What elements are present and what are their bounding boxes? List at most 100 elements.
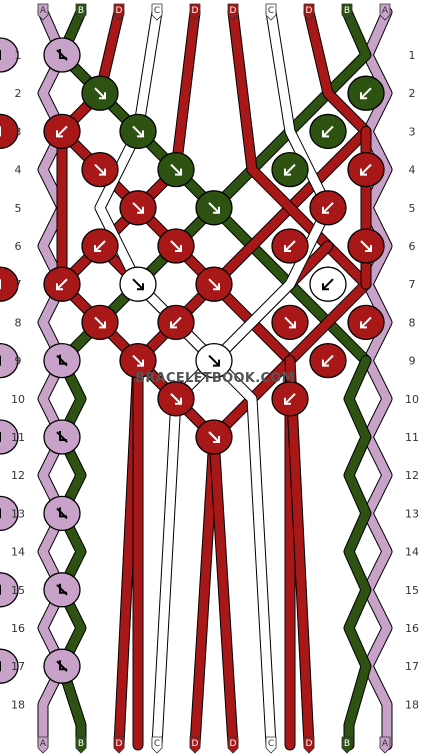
arrow-icon xyxy=(94,87,106,99)
string-tag-shape xyxy=(379,3,391,21)
knot-r17-c0 xyxy=(43,648,81,684)
knot-r5-c4 xyxy=(195,190,233,226)
string-tag-shape xyxy=(113,3,125,21)
arrow-icon xyxy=(170,163,182,176)
knot-r11-c9 xyxy=(0,419,19,455)
knot-body xyxy=(0,113,19,150)
row-label-right: 3 xyxy=(409,125,416,138)
string-tag-shape xyxy=(303,3,315,21)
arrow-head xyxy=(322,206,329,214)
row-label-left: 12 xyxy=(11,469,25,482)
arrow-icon xyxy=(170,240,182,252)
bottom-tag-b: B xyxy=(75,736,87,754)
row-label-left: 6 xyxy=(15,240,22,253)
string-tag-letter: C xyxy=(154,6,160,16)
string-tag-shape xyxy=(189,3,201,21)
string-tag-shape xyxy=(37,736,49,754)
strand-b-bottom-left xyxy=(57,356,86,750)
strand-b-left xyxy=(57,7,371,366)
arrow-head xyxy=(284,397,291,405)
bottom-tag-a: A xyxy=(379,736,391,754)
knot-r9-c2 xyxy=(119,342,157,379)
arrow-icon xyxy=(56,125,68,138)
string-tag-letter: D xyxy=(116,6,123,16)
knot-body xyxy=(0,266,19,302)
row-label-left: 11 xyxy=(11,431,25,444)
knot-r3-c9 xyxy=(0,113,19,150)
string-tag-shape xyxy=(379,736,391,754)
bottom-tag-d: D xyxy=(227,736,239,754)
arrow-icon xyxy=(132,278,144,290)
row-label-right: 4 xyxy=(409,164,416,177)
knot-r4-c6 xyxy=(271,151,309,188)
string-tag-letter: D xyxy=(306,6,313,16)
strand-b-right xyxy=(57,7,371,366)
arrow-head xyxy=(56,130,63,138)
arrow-icon xyxy=(170,393,182,405)
arrow-head xyxy=(284,168,291,176)
string-tag-letter: A xyxy=(382,739,389,749)
string-tag-shape xyxy=(341,3,353,21)
arrow-icon xyxy=(132,354,144,367)
arrow-head xyxy=(175,168,182,176)
arrow-icon xyxy=(208,431,220,443)
arrow-shaft xyxy=(56,584,68,596)
knot-body xyxy=(0,419,19,455)
arrow-head xyxy=(322,359,329,367)
row-label-right: 2 xyxy=(409,87,416,100)
arrow-head xyxy=(365,245,372,252)
arrow-icon xyxy=(284,163,296,176)
arrow-icon xyxy=(132,125,144,138)
string-tag-shape xyxy=(75,3,87,21)
arrow-head xyxy=(213,283,220,291)
string-tag-shape xyxy=(151,736,163,754)
knot-r5-c2 xyxy=(119,190,157,226)
arrow-head xyxy=(322,130,329,138)
arrow-icon xyxy=(284,316,296,329)
string-tag-letter: D xyxy=(192,739,199,749)
arrow-head xyxy=(137,130,144,138)
row-label-right: 16 xyxy=(405,622,419,635)
knot-r2-c8 xyxy=(347,75,385,111)
knot-r6-c1 xyxy=(81,228,119,264)
top-tag-b: B xyxy=(75,3,87,21)
top-tag-d: D xyxy=(303,3,315,21)
row-label-right: 7 xyxy=(409,278,416,291)
string-tag-letter: C xyxy=(268,6,274,16)
arrow-head xyxy=(99,321,106,329)
knot-r6-c6 xyxy=(271,228,309,264)
arrow-icon xyxy=(56,278,68,290)
arrow-head xyxy=(175,397,182,405)
knot-r8-c8 xyxy=(347,304,385,341)
arrow-icon xyxy=(170,316,182,329)
knot-r9-c7 xyxy=(309,342,347,379)
knot-r8-c1 xyxy=(81,304,119,341)
string-tag-letter: A xyxy=(40,6,47,16)
knot-r6-c3 xyxy=(157,228,195,264)
arrow-icon xyxy=(208,354,220,367)
string-tag-shape xyxy=(265,3,277,21)
string-tag-shape xyxy=(227,3,239,21)
row-label-right: 17 xyxy=(405,660,419,673)
top-tag-c: C xyxy=(265,3,277,21)
arrow-head xyxy=(137,283,144,291)
knot-r9-c0 xyxy=(43,342,81,379)
knot-r9-c4 xyxy=(195,342,233,379)
string-tag-letter: D xyxy=(230,6,237,16)
arrow-icon xyxy=(360,87,372,99)
string-tag-letter: D xyxy=(116,739,123,749)
knot-r7-c2 xyxy=(119,266,157,302)
knot-r6-c8 xyxy=(347,228,385,264)
row-label-left: 3 xyxy=(15,125,22,138)
knot-r5-c7 xyxy=(309,190,347,226)
string-tag-shape xyxy=(303,736,315,754)
row-label-right: 5 xyxy=(409,202,416,215)
bottom-tag-c: C xyxy=(151,736,163,754)
arrow-head xyxy=(175,245,182,252)
top-tag-a: A xyxy=(379,3,391,21)
knot-r1-c0 xyxy=(43,37,81,73)
string-tag-letter: A xyxy=(382,6,389,16)
